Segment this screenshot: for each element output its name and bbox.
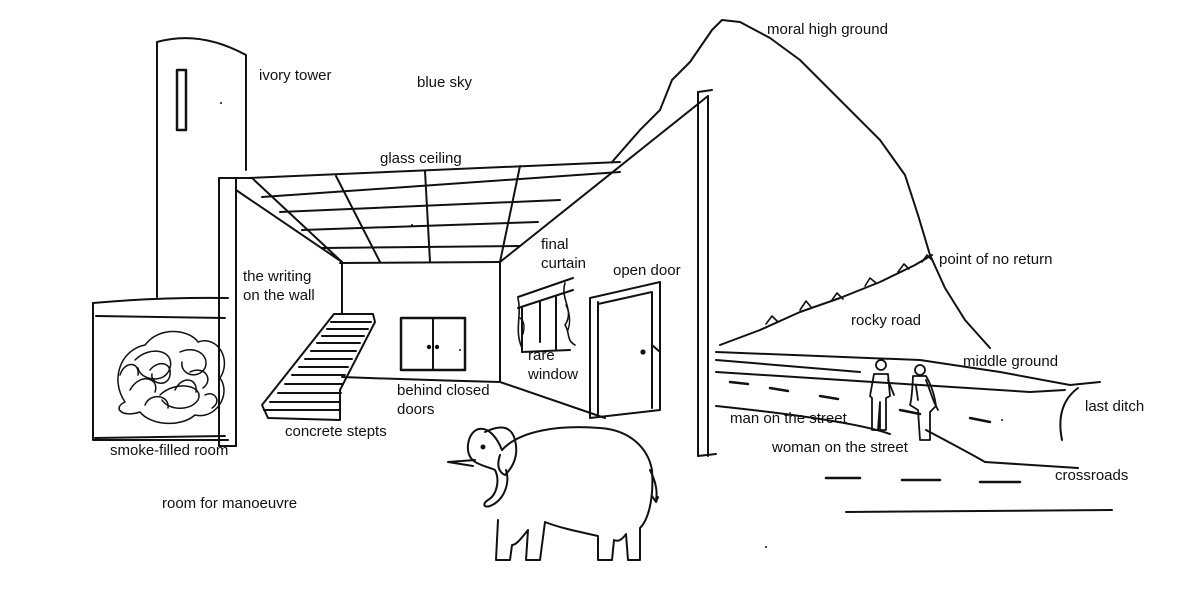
label-man-on-the-street: man on the street xyxy=(730,410,847,427)
label-point-of-no-return: point of no return xyxy=(939,251,1053,268)
ivory-tower-drawing xyxy=(157,38,246,297)
label-glass-ceiling: glass ceiling xyxy=(380,150,462,167)
label-final-curtain: final curtain xyxy=(541,235,586,273)
label-rocky-road: rocky road xyxy=(851,312,922,329)
label-room-for-manoeuvre: room for manoeuvre xyxy=(162,495,298,512)
label-closed-doors-line2: doors xyxy=(397,401,435,418)
smoke-filled-room-drawing xyxy=(93,298,228,440)
label-writing-line1: the writing xyxy=(243,268,312,285)
label-blue-sky: blue sky xyxy=(417,74,473,91)
label-ivory-tower: ivory tower xyxy=(259,67,332,84)
label-crossroads: crossroads xyxy=(1055,467,1129,484)
right-wall-drawing xyxy=(500,90,716,456)
label-writing-on-the-wall: the writing on the wall xyxy=(243,267,315,305)
label-rare-window-line1: rare xyxy=(528,347,555,364)
label-last-ditch: last ditch xyxy=(1085,398,1145,415)
label-rare-window: rare window xyxy=(528,346,578,384)
left-wall-drawing xyxy=(219,178,342,446)
elephant-drawing xyxy=(448,427,658,560)
label-moral-high-ground: moral high ground xyxy=(767,21,888,38)
people-drawing xyxy=(870,360,938,440)
label-woman-on-the-street: woman on the street xyxy=(772,439,908,456)
glass-ceiling-drawing xyxy=(248,162,620,263)
road-drawing xyxy=(716,352,1112,512)
label-middle-ground: middle ground xyxy=(963,353,1059,370)
back-room-drawing xyxy=(262,262,500,420)
label-closed-doors-line1: behind closed xyxy=(397,382,490,399)
specks xyxy=(220,102,1003,548)
label-final-curtain-line2: curtain xyxy=(541,255,587,272)
label-rare-window-line2: window xyxy=(528,366,579,383)
label-final-curtain-line1: final xyxy=(541,236,569,253)
label-behind-closed-doors: behind closed doors xyxy=(397,381,490,419)
label-smoke-filled-room: smoke-filled room xyxy=(110,442,229,459)
mountain-drawing xyxy=(612,20,990,348)
label-concrete-steps: concrete stepts xyxy=(285,423,387,440)
label-open-door: open door xyxy=(613,262,681,279)
label-writing-line2: on the wall xyxy=(243,287,315,304)
